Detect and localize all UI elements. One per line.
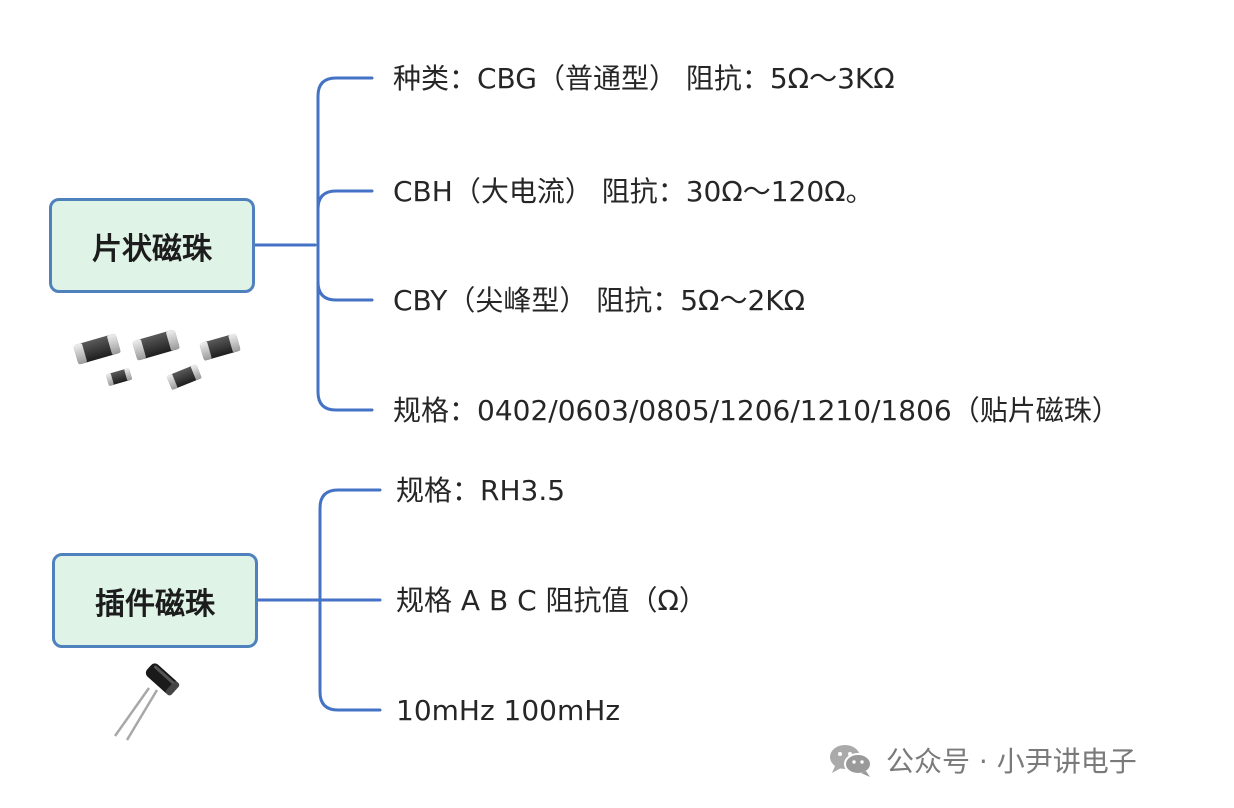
leaf-item: CBY（尖峰型） 阻抗：5Ω～2KΩ (393, 284, 806, 317)
through-hole-ferrite-bead-image (113, 663, 180, 741)
leaf-item: 种类：CBG（普通型） 阻抗：5Ω～3KΩ (393, 62, 895, 95)
leaf-item: CBH（大电流） 阻抗：30Ω～120Ω。 (393, 175, 874, 208)
connector-branch-1-2 (316, 189, 374, 247)
smd-ferrite-beads-image (73, 329, 241, 390)
node-through-hole-ferrite-bead: 插件磁珠 (52, 553, 258, 648)
leaf-item: 规格：RH3.5 (396, 474, 566, 507)
watermark: 公众号 · 小尹讲电子 (826, 740, 1137, 780)
node-smd-ferrite-bead: 片状磁珠 (49, 198, 255, 293)
leaf-item: 规格：0402/0603/0805/1206/1210/1806（贴片磁珠） (393, 394, 1120, 427)
watermark-text: 公众号 · 小尹讲电子 (886, 745, 1137, 778)
connector-branch-2-3 (318, 598, 382, 712)
leaf-item: 10mHz 100mHz (396, 694, 621, 727)
node-title: 片状磁珠 (92, 231, 212, 267)
connector-branch-1-4 (316, 243, 374, 412)
leaf-item: 规格 A B C 阻抗值（Ω） (396, 584, 707, 617)
connector-branch-2-1 (318, 488, 382, 602)
wechat-icon (830, 745, 872, 777)
node-title: 插件磁珠 (95, 586, 215, 622)
connector-branch-1-1 (316, 76, 374, 247)
connector-branch-1-3 (316, 243, 374, 302)
